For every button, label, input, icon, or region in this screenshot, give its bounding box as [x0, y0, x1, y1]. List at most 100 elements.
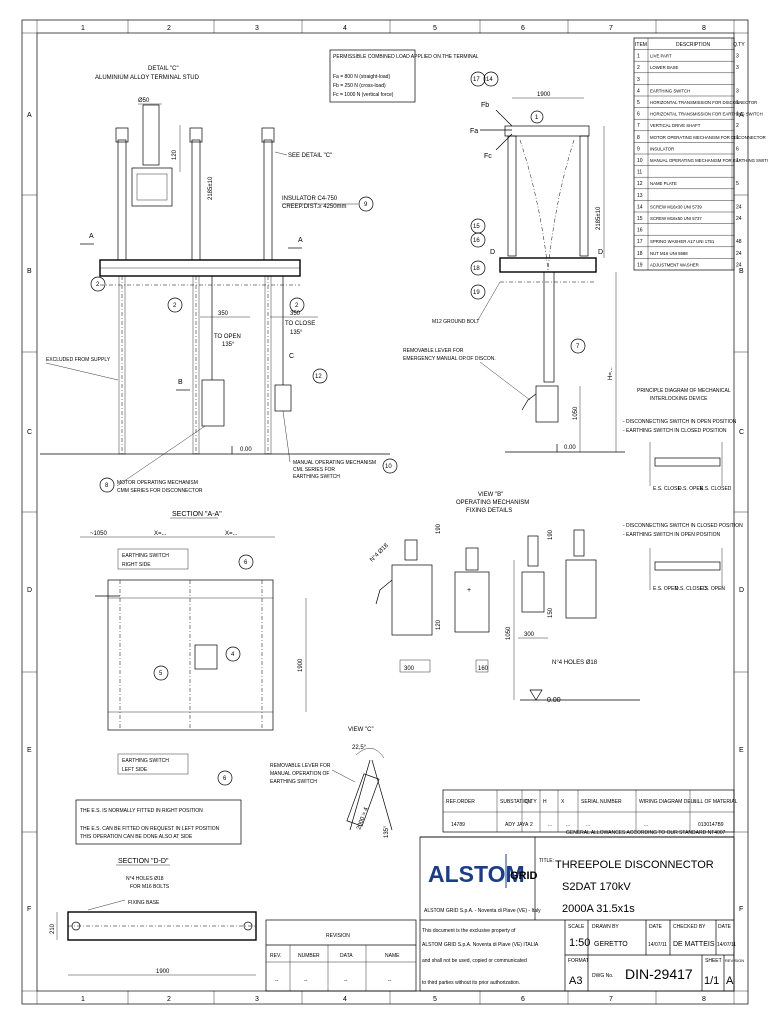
bom-item-no: 5: [637, 100, 640, 106]
manual-mechanism-box: [274, 384, 292, 412]
dim-350-b: 350: [290, 311, 301, 317]
bom-item-no: 19: [637, 262, 643, 268]
dim-120: 120: [172, 149, 178, 160]
side-insulator-right: [579, 135, 589, 257]
balloon-9-label: 9: [364, 202, 368, 208]
view-c-angle: 22,5°: [352, 745, 367, 751]
date-label-2: DATE: [718, 924, 732, 930]
row-ref-A-left: A: [27, 112, 32, 119]
column-ref-7-top: 7: [609, 25, 613, 32]
es-open-2: E.S. OPEN: [700, 586, 725, 592]
insulator-2: [191, 139, 201, 261]
bom-item-qty: 3: [736, 65, 739, 71]
svg-text:12: 12: [315, 374, 322, 380]
row-ref-F-right: F: [739, 906, 743, 913]
title-label: TITLE:: [539, 858, 554, 864]
balloon-7: [570, 338, 586, 354]
rev-col-2: NUMBER: [298, 953, 320, 959]
support-1: [118, 275, 126, 455]
force-fb: Fb: [481, 102, 489, 109]
drawn-value: GERETTO: [594, 941, 628, 948]
svg-text:4: 4: [231, 652, 235, 658]
svg-text:18: 18: [473, 266, 480, 272]
title-block: GENERAL ALLOWANCES ACCORDING TO OUR STAN…: [419, 830, 744, 992]
aa-dim-1050: ~1050: [90, 531, 108, 537]
svg-text:15: 15: [473, 224, 480, 230]
view-c-lever-2: MANUAL OPERATION OF: [270, 771, 329, 777]
column-ref-3-top: 3: [255, 25, 259, 32]
note-line-3: THIS OPERATION CAN BE DONE ALSO AT SIDE: [80, 834, 193, 840]
svg-text:8: 8: [105, 483, 109, 489]
section-aa: SECTION "A-A" ~1050 X=... X=... EARTHING…: [80, 511, 307, 786]
note-line-2: THE E.S. CAN BE FITTED ON REQUEST IN LEF…: [80, 826, 220, 832]
row-ref-F-left: F: [27, 906, 31, 913]
column-ref-6-top: 6: [521, 25, 525, 32]
bom-item-qty: 1: [736, 112, 739, 118]
view-b-190-a: 190: [436, 523, 442, 534]
interlock-title-1: PRINCIPLE DIAGRAM OF MECHANICAL: [637, 388, 731, 394]
dd-1900: 1900: [156, 969, 170, 975]
lever-1: REMOVABLE LEVER FOR: [403, 348, 464, 354]
close-angle: 135°: [290, 330, 303, 336]
insulator-1: [117, 139, 127, 261]
rev-val-4: --: [388, 978, 392, 984]
terminal-1: [115, 127, 129, 143]
motor-mechanism-box: [201, 379, 225, 427]
balloon-5: [153, 665, 169, 681]
view-b-box-4: [565, 559, 597, 619]
bom-header-item: ITEM: [635, 42, 647, 48]
checked-value: DE MATTEIS: [673, 941, 715, 948]
bom-item-qty: 6: [736, 146, 739, 152]
order-header-7: BILL OF MATERIAL: [693, 799, 738, 805]
rev-label: REVISION: [725, 958, 744, 963]
rev-col-3: DATA: [340, 953, 353, 959]
bom-item-desc: ADJUSTMENT WASHER: [650, 262, 699, 267]
dim-d50: Ø50: [138, 98, 150, 104]
earthing-left-label-box: [117, 753, 189, 775]
drawn-label: DRAWN BY: [592, 924, 619, 930]
property-2: ALSTOM GRID S.p.A. Noventa di Piave (VE)…: [422, 942, 539, 948]
view-b-title: VIEW "B": [478, 492, 503, 498]
checked-label: CHECKED BY: [673, 924, 706, 930]
section-a-right: A: [298, 237, 303, 244]
view-c-135: 135°: [384, 825, 390, 838]
aa-mechanism: [194, 644, 218, 670]
row-ref-B-right: B: [739, 268, 744, 275]
svg-text:2: 2: [173, 303, 177, 309]
column-ref-1-bottom: 1: [81, 996, 85, 1003]
property-4: to third parties without its prior autho…: [422, 980, 520, 986]
view-b-150: 150: [548, 607, 554, 618]
svg-text:2: 2: [295, 303, 299, 309]
bom-item-no: 12: [637, 181, 643, 187]
load-line-1: Fa = 800 N (straight-load): [333, 74, 390, 80]
bom-item-desc: LOWER BASE: [650, 65, 679, 70]
balloon-14: [483, 71, 499, 87]
order-header-6: WIRING DIAGRAM DEL-....: [639, 799, 701, 805]
to-close: TO CLOSE: [285, 321, 315, 327]
side-sec-d-left: D: [490, 249, 495, 256]
view-b-300-b: 300: [524, 632, 535, 638]
order-header-1: SUBSTATION: [500, 799, 532, 805]
svg-text:16: 16: [473, 238, 480, 244]
side-view: 17 14 1900 Fb Fa Fc 1 2185±10 15 16 18 1…: [403, 71, 625, 453]
bom-item-no: 14: [637, 204, 643, 210]
ds-open: D.S. OPEN: [678, 486, 704, 492]
rev-val-1: --: [275, 978, 279, 984]
bom-item-no: 16: [637, 228, 643, 234]
note-line-1: THE E.S. IS NORMALLY FITTED IN RIGHT POS…: [80, 808, 203, 814]
balloon-10: [382, 458, 398, 474]
order-header-2: Q.TY: [525, 799, 537, 805]
es-closed: E.S. CLOSED: [700, 486, 732, 492]
dd-bolts: FOR M16 BOLTS: [130, 884, 170, 890]
view-c-lever-3: EARTHING SWITCH: [270, 779, 317, 785]
column-ref-8-top: 8: [702, 25, 706, 32]
row-ref-A-right: A: [739, 112, 744, 119]
earth-switch-label: EARTHING SWITCH: [293, 474, 340, 480]
front-level: 0.00: [240, 447, 252, 453]
support-2: [192, 275, 200, 455]
motor-mech-label: MOTOR OPERATING MECHANISM: [117, 480, 198, 486]
order-value-7: 0130147B9: [698, 822, 724, 828]
row-ref-B-left: B: [27, 268, 32, 275]
